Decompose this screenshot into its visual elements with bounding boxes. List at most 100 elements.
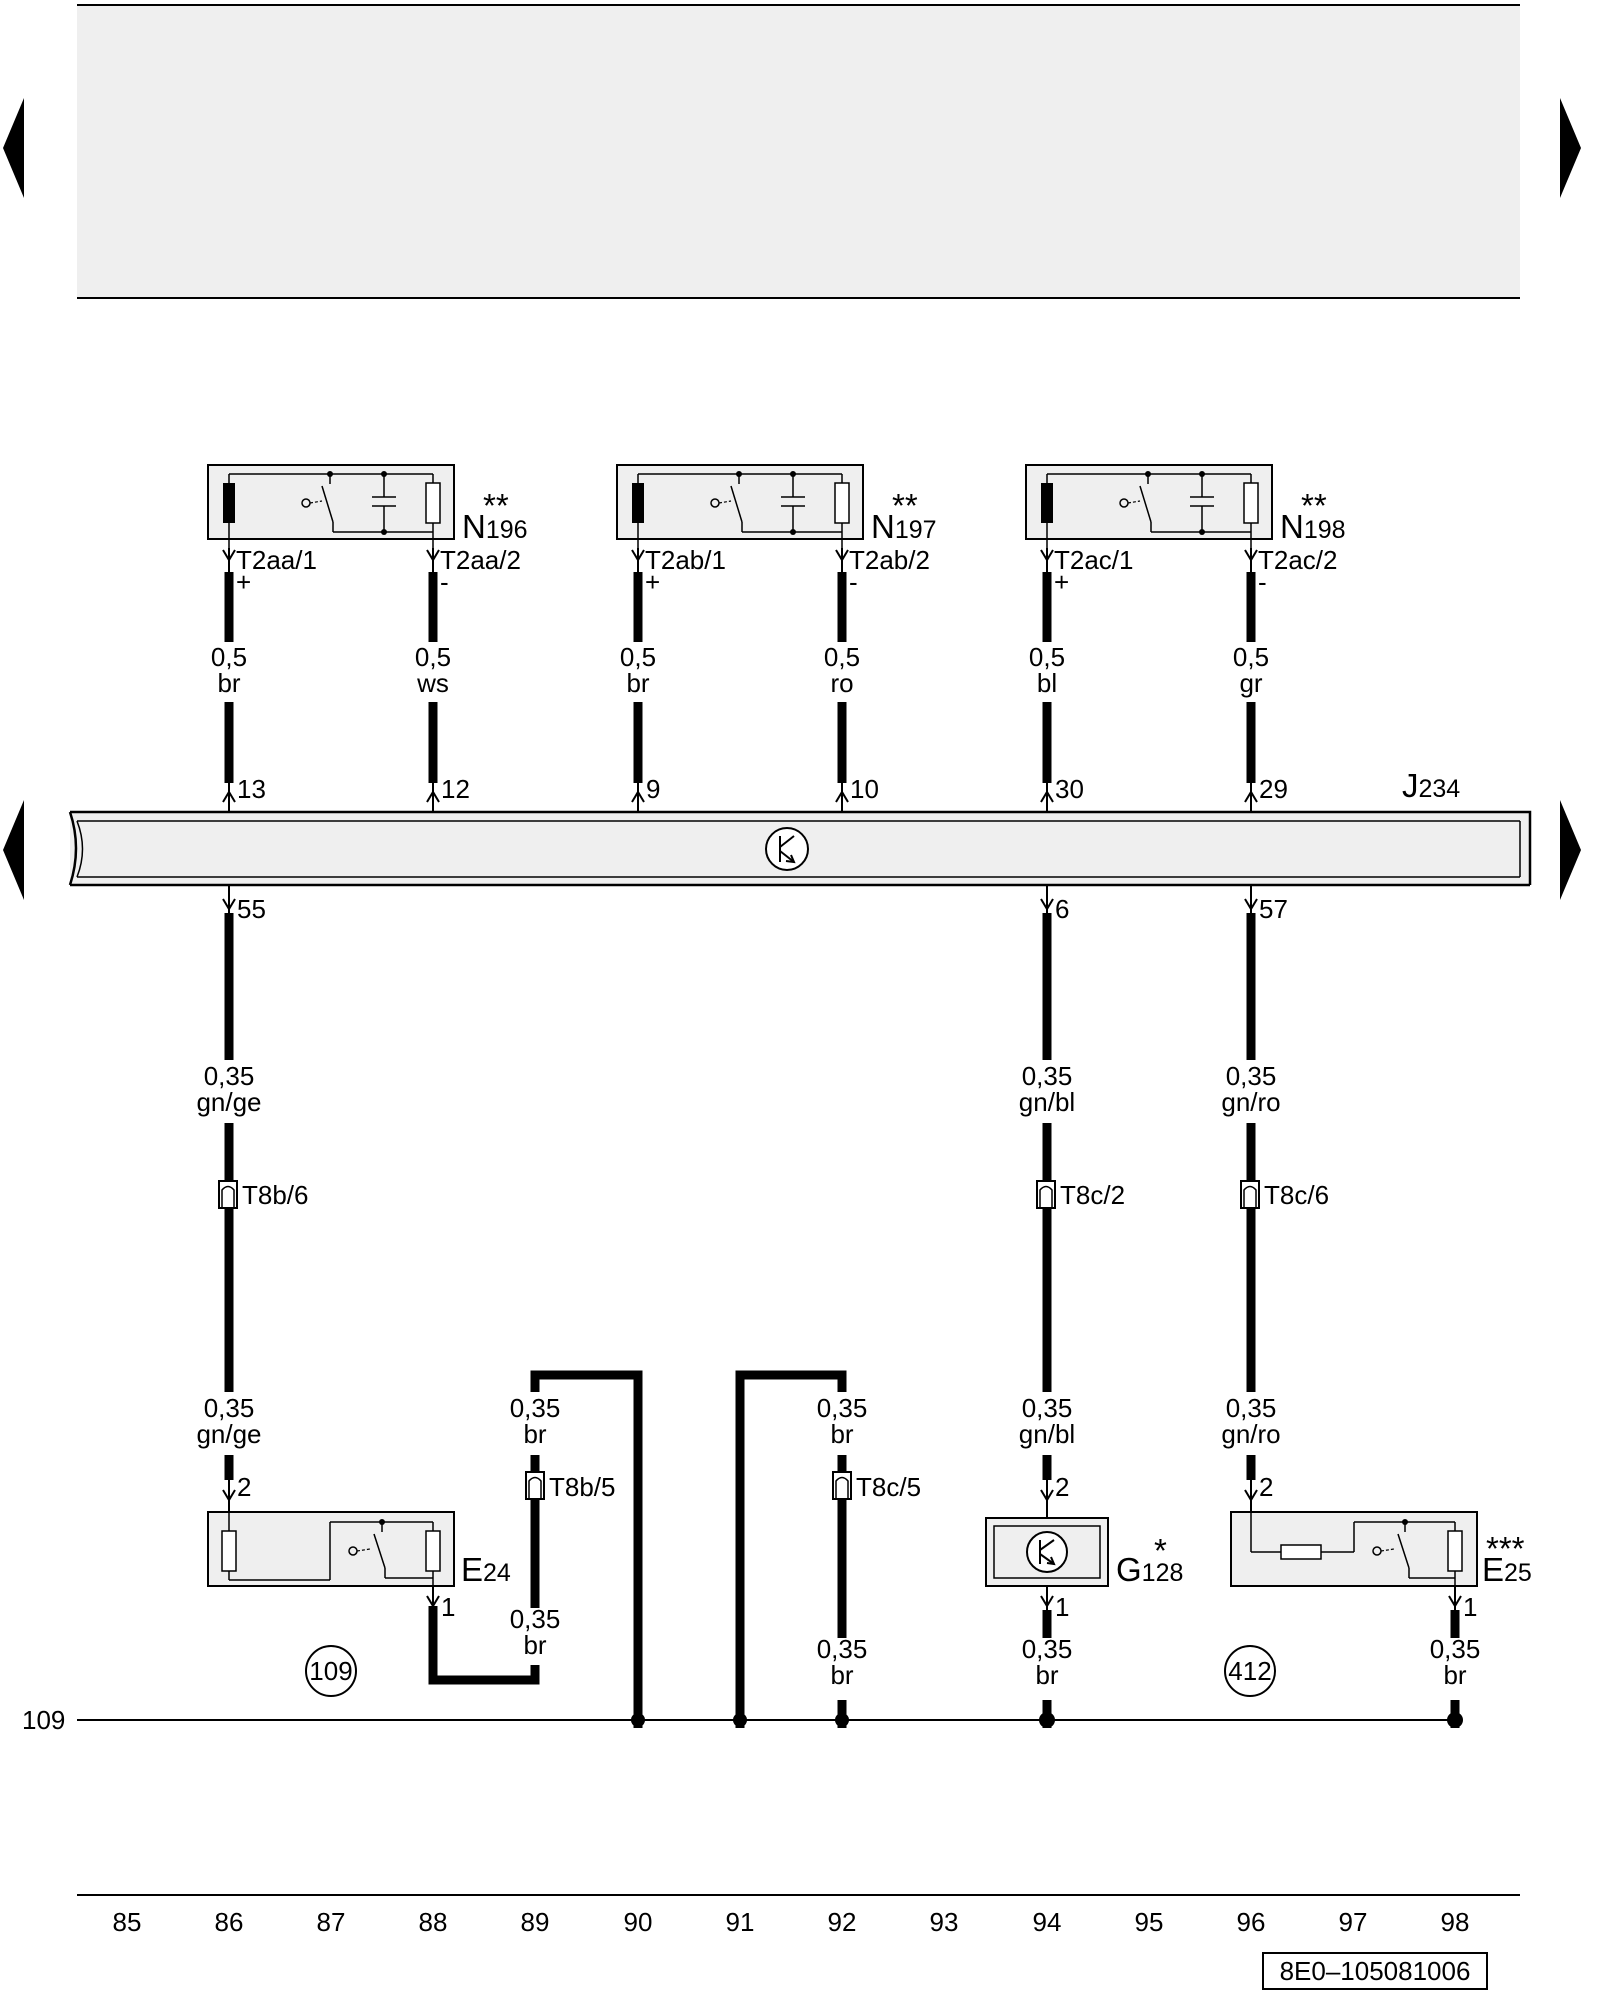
wire-color-86-bot: gn/ge — [196, 1419, 261, 1449]
relay-n197-stars: ** — [892, 487, 918, 524]
e25-pin-1: 1 — [1463, 1592, 1477, 1622]
connector-t8b6-icon — [218, 1180, 238, 1209]
wire-color-92-top: br — [830, 1419, 853, 1449]
switch-e24-name: E24 — [461, 1551, 511, 1588]
prev-page-arrow-icon[interactable] — [3, 98, 24, 198]
wire-color-96-top: gn/ro — [1221, 1087, 1280, 1117]
bus-pin-30: 30 — [1055, 774, 1084, 804]
col-96: 96 — [1237, 1907, 1266, 1937]
wire-color-94-bot: gn/bl — [1019, 1419, 1075, 1449]
connector-t8b6-label: T8b/6 — [242, 1180, 309, 1210]
col-85: 85 — [113, 1907, 142, 1937]
wire-size-92-top: 0,35 — [817, 1393, 868, 1423]
wire-color-96-bot: gn/ro — [1221, 1419, 1280, 1449]
col-97: 97 — [1339, 1907, 1368, 1937]
pin-t2ab-2: T2ab/2 — [849, 545, 930, 575]
bus-pin-57: 57 — [1259, 894, 1288, 924]
upper-pin-arrows — [222, 548, 1258, 572]
e25-pin-2: 2 — [1259, 1472, 1273, 1502]
bus-top-pin-arrows — [222, 783, 1258, 812]
wire-color-89-bot: br — [523, 1630, 546, 1660]
wire-size-86-bot: 0,35 — [204, 1393, 255, 1423]
sensor-g128-stars: * — [1154, 1532, 1167, 1569]
wire-size-n196-plus: 0,5 — [211, 642, 247, 672]
wire-size-n197-plus: 0,5 — [620, 642, 656, 672]
wire-size-92-bot: 0,35 — [817, 1634, 868, 1664]
wire-size-n196-minus: 0,5 — [415, 642, 451, 672]
ref-412-label: 412 — [1228, 1656, 1271, 1686]
ref-circle-109 — [305, 1645, 357, 1697]
sign-plus-2: + — [645, 567, 660, 597]
wire-size-n198-minus: 0,5 — [1233, 642, 1269, 672]
switch-e25-name: E25 — [1482, 1551, 1532, 1588]
relay-n196-name: N196 — [462, 508, 528, 545]
next-page-arrow-icon[interactable] — [1560, 98, 1581, 198]
col-94: 94 — [1033, 1907, 1062, 1937]
g128-pin-2: 2 — [1055, 1472, 1069, 1502]
wire-size-94-gnd: 0,35 — [1022, 1634, 1073, 1664]
e24-pin-1: 1 — [441, 1592, 455, 1622]
col-89: 89 — [521, 1907, 550, 1937]
bus-pin-12: 12 — [441, 774, 470, 804]
connector-t8b5-label: T8b/5 — [549, 1472, 616, 1502]
bus-left-arrow-icon[interactable] — [3, 800, 24, 900]
sign-minus-1: - — [440, 567, 449, 597]
connector-t8c2-icon — [1036, 1180, 1056, 1209]
switch-e24 — [207, 1511, 455, 1587]
col-86: 86 — [215, 1907, 244, 1937]
relay-n198 — [1025, 464, 1273, 548]
g128-pin-1: 1 — [1055, 1592, 1069, 1622]
relay-n197-name: N197 — [871, 508, 937, 545]
pin-t2ac-1: T2ac/1 — [1054, 545, 1134, 575]
sign-plus-3: + — [1054, 567, 1069, 597]
doc-id: 8E0–105081006 — [1280, 1956, 1471, 1986]
pin-t2ab-1: T2ab/1 — [645, 545, 726, 575]
relay-n196-stars: ** — [483, 487, 509, 524]
bus-right-arrow-icon[interactable] — [1560, 800, 1581, 900]
col-98: 98 — [1441, 1907, 1470, 1937]
col-88: 88 — [419, 1907, 448, 1937]
bus-pin-10: 10 — [850, 774, 879, 804]
wire-color-92-bot: br — [830, 1660, 853, 1690]
switch-e25-stars: *** — [1486, 1530, 1525, 1567]
e24-pin-2: 2 — [237, 1472, 251, 1502]
ref-109-label: 109 — [309, 1656, 352, 1686]
wire-size-86-top: 0,35 — [204, 1061, 255, 1091]
upper-wires — [224, 572, 1256, 783]
bus-pin-29: 29 — [1259, 774, 1288, 804]
bus-pin-6: 6 — [1055, 894, 1069, 924]
header-panel — [77, 5, 1520, 297]
ground-line-label: 109 — [22, 1705, 65, 1735]
wire-color-89-top: br — [523, 1419, 546, 1449]
pin-t2ac-2: T2ac/2 — [1258, 545, 1338, 575]
ground-junctions — [631, 1712, 1463, 1728]
wire-color-94-top: gn/bl — [1019, 1087, 1075, 1117]
bus-pin-55: 55 — [237, 894, 266, 924]
col-95: 95 — [1135, 1907, 1164, 1937]
wire-color-n197-minus: ro — [830, 668, 853, 698]
wire-size-n198-plus: 0,5 — [1029, 642, 1065, 672]
component-top-pin-arrows — [222, 1480, 1258, 1518]
connector-t8c6-label: T8c/6 — [1264, 1180, 1329, 1210]
bus-bottom-pin-arrows — [222, 885, 1258, 913]
switch-e25 — [1230, 1511, 1478, 1587]
connector-t8c6-icon — [1240, 1180, 1260, 1209]
col-87: 87 — [317, 1907, 346, 1937]
connector-t8c5-icon — [832, 1471, 852, 1500]
wire-size-94-top: 0,35 — [1022, 1061, 1073, 1091]
wire-color-n196-plus: br — [217, 668, 240, 698]
doc-id-box — [1262, 1952, 1488, 1990]
wire-size-94-bot: 0,35 — [1022, 1393, 1073, 1423]
wire-size-n197-minus: 0,5 — [824, 642, 860, 672]
wire-color-n196-minus: ws — [416, 668, 449, 698]
lower-wires — [224, 913, 1460, 1728]
ref-circle-412 — [1224, 1645, 1276, 1697]
wire-size-89-top: 0,35 — [510, 1393, 561, 1423]
wire-color-n198-minus: gr — [1239, 668, 1262, 698]
connector-t8c2-label: T8c/2 — [1060, 1180, 1125, 1210]
wire-color-98-gnd: br — [1443, 1660, 1466, 1690]
pin-t2aa-2: T2aa/2 — [440, 545, 521, 575]
relay-n197 — [616, 464, 864, 548]
wire-size-96-top: 0,35 — [1226, 1061, 1277, 1091]
